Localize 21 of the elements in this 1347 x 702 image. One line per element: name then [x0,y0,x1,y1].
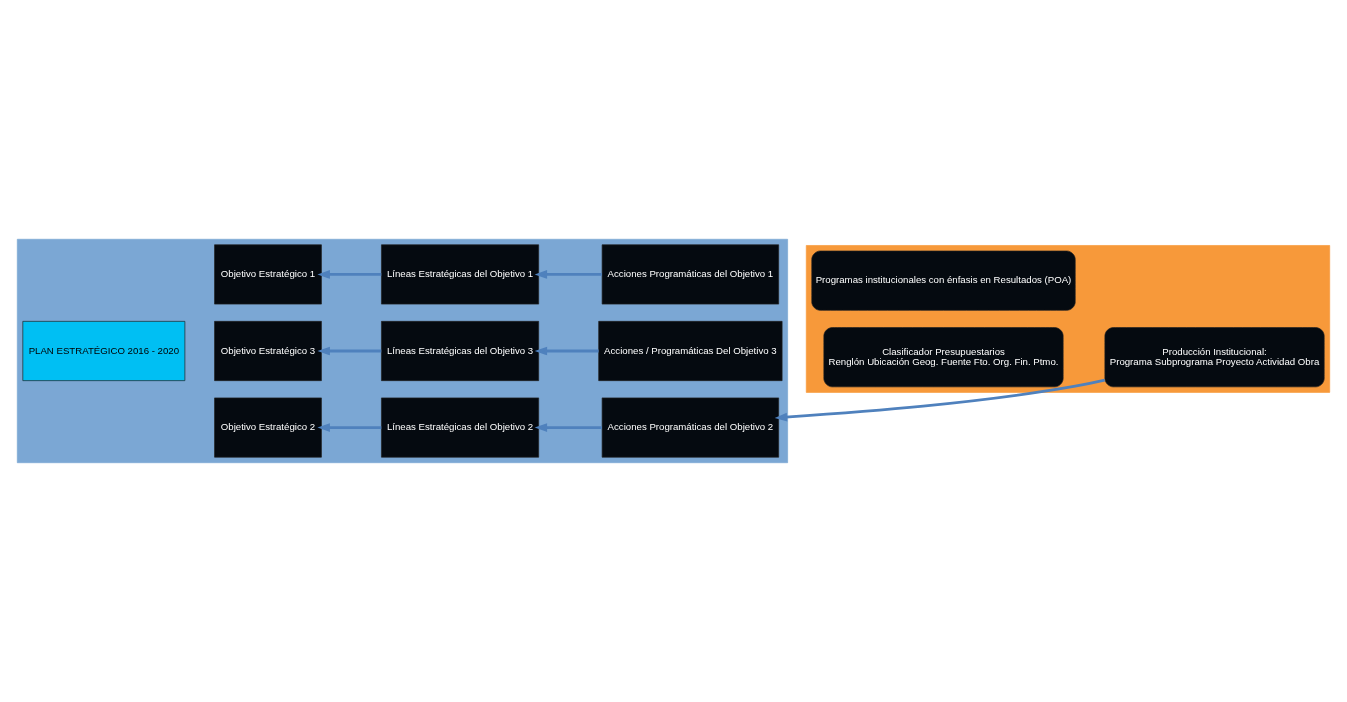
node-box: PLAN ESTRATÉGICO 2016 - 2020 [22,321,186,381]
node-box: Acciones / Programáticas Del Objetivo 3 [598,321,783,381]
node-box: Líneas Estratégicas del Objetivo 3 [381,321,539,381]
node-box: Producción Institucional: Programa Subprograma Proyecto Actividad Obra [1104,327,1325,388]
arrow [534,270,602,279]
node-box: Líneas Estratégicas del Objetivo 1 [381,244,539,305]
node-box: Clasificador Presupuestarios Renglón Ubicación Geog. Fuente Fto. Org. Fin. Ptmo. [823,327,1064,388]
node-box: Objetivo Estratégico 1 [214,244,322,305]
node-box: Objetivo Estratégico 2 [214,397,322,458]
node-box: Objetivo Estratégico 3 [214,321,322,381]
cluster [805,245,1331,393]
node-box: Acciones Programáticas del Objetivo 2 [601,397,779,458]
arrow [317,270,382,279]
node-box: Líneas Estratégicas del Objetivo 2 [381,397,539,458]
arrow [534,423,602,432]
arrow [317,346,382,356]
arrow [317,423,382,432]
arrow [774,378,1106,422]
node-box: Programas institucionales con énfasis en Resultados (POA) [811,250,1076,311]
arrow [534,346,599,356]
node-box: Acciones Programáticas del Objetivo 1 [601,244,779,305]
